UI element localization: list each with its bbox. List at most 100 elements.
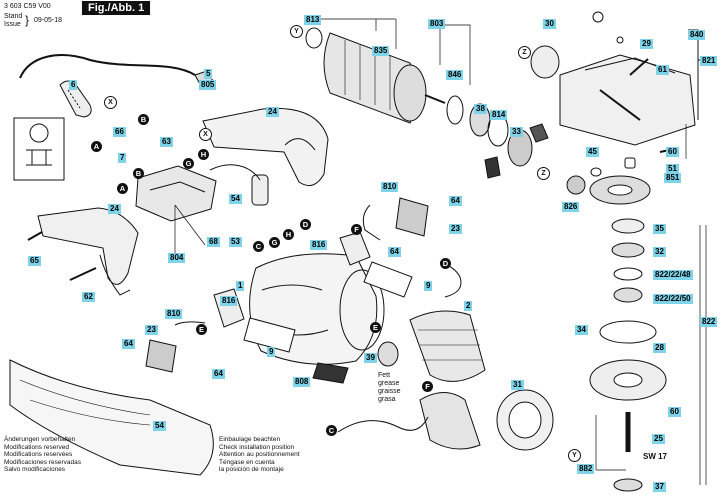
connection-marker: A [117, 183, 128, 194]
part-number-label: 54 [229, 194, 242, 204]
part-number-label: 816 [220, 296, 238, 306]
part-number-label: 810 [381, 182, 399, 192]
part-number-label: 51 [666, 164, 679, 174]
issue-date: 09-05-18 [34, 17, 63, 24]
part-number-label: 24 [108, 204, 121, 214]
note-line: Attention au positionnement [219, 451, 300, 459]
part-number-label: 805 [199, 80, 217, 90]
part-number-label: 45 [586, 147, 599, 157]
note-line: Téngase en cuenta [219, 458, 275, 466]
part-number-label: 813 [304, 15, 322, 25]
part-number-label: 63 [160, 137, 173, 147]
connection-marker: B [133, 168, 144, 179]
part-number-label: 64 [122, 339, 135, 349]
part-number-label: 826 [562, 202, 580, 212]
part-number-label: 6 [69, 80, 78, 90]
connection-marker: E [196, 324, 207, 335]
part-number-label: 54 [153, 421, 166, 431]
part-number-label: 62 [82, 292, 95, 302]
installation-note: Einbaulage beachten Check installation p… [219, 436, 300, 474]
part-number-label: 60 [668, 407, 681, 417]
grease-line: grasa [378, 396, 396, 403]
connection-marker: C [253, 241, 264, 252]
connection-marker: X [104, 96, 117, 109]
connection-marker: A [91, 141, 102, 152]
grease-note: Fett grease graisse grasa [378, 372, 401, 404]
part-number-label: 822/22/50 [653, 294, 693, 304]
part-number-label: 25 [652, 434, 665, 444]
connection-marker: B [138, 114, 149, 125]
part-number-label: 30 [543, 19, 556, 29]
part-number-label: 32 [653, 247, 666, 257]
wrench-size-label: SW 17 [643, 452, 668, 461]
part-number-label: 851 [664, 173, 682, 183]
part-number-label: 28 [653, 343, 666, 353]
drawing-code: 3 603 C59 V00 [4, 3, 51, 10]
part-number-label: 64 [388, 247, 401, 257]
connection-marker: H [283, 229, 294, 240]
part-number-label: 34 [575, 325, 588, 335]
connection-marker: F [422, 381, 433, 392]
note-line: Modifications reservées [4, 451, 73, 459]
part-number-label: 23 [449, 224, 462, 234]
part-number-label: 29 [640, 39, 653, 49]
note-line: Einbaulage beachten [219, 436, 281, 443]
part-number-label: 9 [267, 347, 276, 357]
part-number-label: 814 [490, 110, 508, 120]
part-number-label: 808 [293, 377, 311, 387]
grease-line: Fett [378, 372, 391, 379]
part-number-label: 39 [364, 353, 377, 363]
part-number-label: 5 [204, 69, 213, 79]
figure-title: Fig./Abb. 1 [82, 1, 151, 15]
part-number-label: 24 [266, 107, 279, 117]
note-line: la posición de montaje [219, 466, 284, 474]
part-number-label: 821 [700, 56, 718, 66]
part-number-label: 65 [28, 256, 41, 266]
part-number-label: 882 [577, 464, 595, 474]
stand-label: Stand [4, 13, 23, 20]
connection-marker: G [183, 158, 194, 169]
connection-marker: H [198, 149, 209, 160]
note-line: Änderungen vorbehalten [4, 436, 76, 443]
connection-marker: E [370, 322, 381, 333]
modifications-note: Änderungen vorbehalten Modifications res… [4, 436, 81, 474]
part-number-label: 68 [207, 237, 220, 247]
part-number-label: 1 [236, 281, 245, 291]
part-number-label: 2 [464, 301, 473, 311]
part-number-label: 33 [510, 127, 523, 137]
brace-glyph: } [25, 13, 30, 27]
connection-marker: C [326, 425, 337, 436]
part-number-label: 37 [653, 482, 666, 492]
part-number-label: 66 [113, 127, 126, 137]
part-number-label: 53 [229, 237, 242, 247]
part-number-label: 35 [653, 224, 666, 234]
part-number-label: 23 [145, 325, 158, 335]
part-number-label: 840 [688, 30, 706, 40]
part-number-label: 60 [666, 147, 679, 157]
part-number-label: 846 [446, 70, 464, 80]
connection-marker: D [440, 258, 451, 269]
part-number-label: 61 [656, 65, 669, 75]
connection-marker: F [351, 224, 362, 235]
connection-marker: Y [568, 449, 581, 462]
part-number-label: 816 [310, 240, 328, 250]
part-number-label: 64 [449, 196, 462, 206]
connection-marker: X [199, 128, 212, 141]
part-number-label: 822 [700, 317, 718, 327]
part-number-label: 822/22/48 [653, 270, 693, 280]
part-number-label: 31 [511, 380, 524, 390]
grease-line: grease [378, 380, 400, 387]
connection-marker: G [269, 237, 280, 248]
note-line: Check installation position [219, 443, 295, 451]
part-number-label: 835 [372, 46, 390, 56]
part-number-label: 803 [428, 19, 446, 29]
issue-label: Issue [4, 21, 21, 28]
part-number-label: 9 [424, 281, 433, 291]
part-number-label: 38 [474, 104, 487, 114]
connection-marker: Y [290, 25, 303, 38]
connection-marker: D [300, 219, 311, 230]
note-line: Modifications reserved [4, 443, 70, 451]
grease-line: graisse [378, 388, 401, 395]
